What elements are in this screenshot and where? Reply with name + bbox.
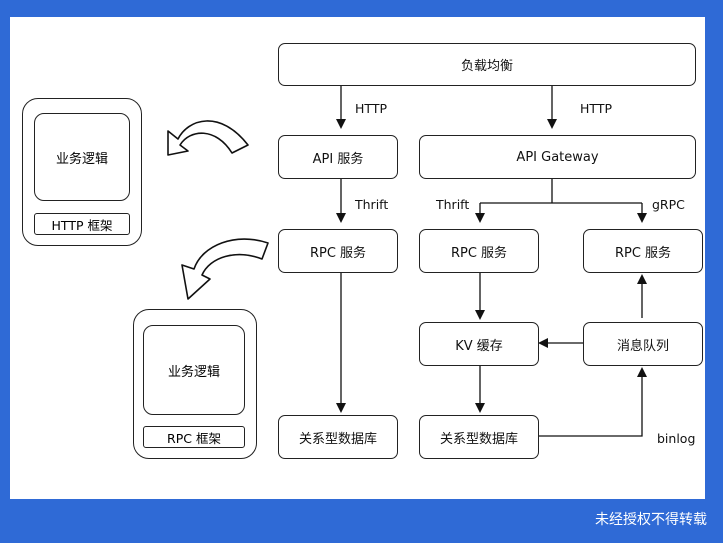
rpc-framework-box: RPC 框架 (143, 426, 245, 448)
arrow-db-mq (538, 367, 647, 437)
db-left-box: 关系型数据库 (278, 415, 398, 459)
load-balancer-box: 负载均衡 (278, 43, 696, 86)
rpc-framework-card: 业务逻辑 RPC 框架 (133, 309, 257, 459)
rpc-framework-label: RPC 框架 (167, 430, 221, 446)
http-business-logic-box: 业务逻辑 (34, 113, 130, 201)
db-right-label: 关系型数据库 (439, 431, 518, 447)
label-binlog: binlog (657, 431, 696, 446)
rpc-service-mid-box: RPC 服务 (419, 229, 539, 273)
db-left-label: 关系型数据库 (298, 431, 377, 447)
label-http-left: HTTP (355, 101, 387, 116)
rpc-business-logic-label: 业务逻辑 (167, 364, 220, 380)
connector-lines (167, 86, 647, 437)
db-right-box: 关系型数据库 (419, 415, 539, 459)
rpc-service-right-box: RPC 服务 (583, 229, 703, 273)
http-framework-box: HTTP 框架 (34, 213, 130, 235)
kv-cache-label: KV 缓存 (455, 338, 503, 354)
footer-watermark: 未经授权不得转载 (595, 512, 707, 528)
rpc-service-left-box: RPC 服务 (278, 229, 398, 273)
rpc-service-mid-label: RPC 服务 (450, 245, 508, 261)
api-gateway-box: API Gateway (419, 135, 696, 179)
kv-cache-box: KV 缓存 (419, 322, 539, 366)
label-thrift-left: Thrift (355, 197, 389, 212)
api-gateway-label: API Gateway (516, 149, 599, 165)
label-thrift-right: Thrift (436, 197, 470, 212)
api-service-box: API 服务 (278, 135, 398, 179)
curved-arrow-rpc-icon (181, 238, 269, 300)
http-framework-label: HTTP 框架 (51, 217, 113, 233)
message-queue-label: 消息队列 (616, 338, 669, 354)
http-framework-card: 业务逻辑 HTTP 框架 (22, 98, 142, 246)
rpc-service-left-label: RPC 服务 (309, 245, 367, 261)
label-http-right: HTTP (580, 101, 612, 116)
http-business-logic-label: 业务逻辑 (55, 151, 108, 167)
message-queue-box: 消息队列 (583, 322, 703, 366)
label-grpc: gRPC (652, 197, 685, 212)
rpc-service-right-label: RPC 服务 (614, 245, 672, 261)
load-balancer-label: 负载均衡 (460, 59, 513, 74)
api-service-label: API 服务 (312, 151, 364, 167)
rpc-business-logic-box: 业务逻辑 (143, 325, 245, 415)
curved-arrow-http-icon (167, 120, 249, 156)
diagram-canvas: 负载均衡 HTTP HTTP API 服务 API Gateway Thrift… (10, 17, 705, 499)
